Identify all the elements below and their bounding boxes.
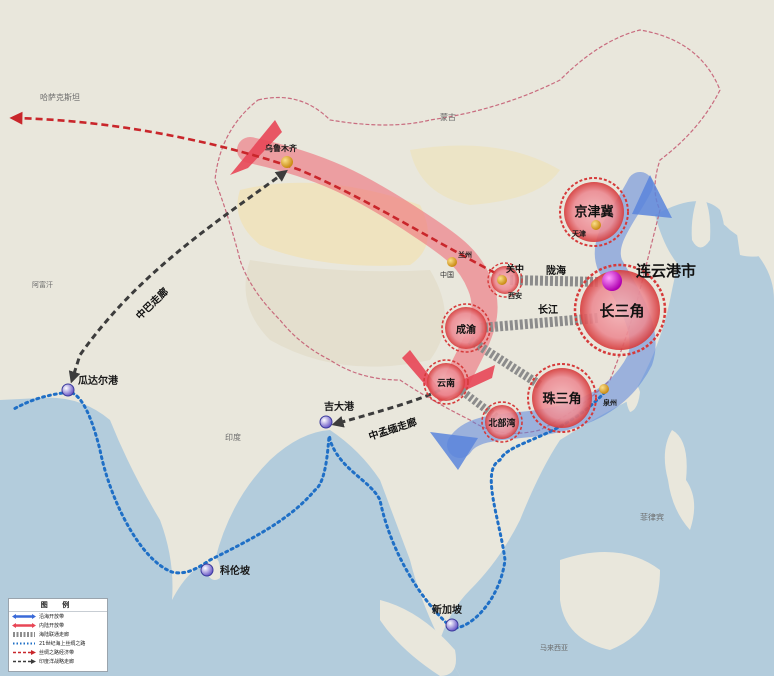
- legend-item-maritime: 21世纪海上丝绸之路: [9, 639, 107, 648]
- legend-item-indian-ocean: 印度洋战略走廊: [9, 657, 107, 666]
- coastal-belt-arrow-north: [632, 175, 672, 218]
- hainan-island: [514, 450, 532, 465]
- china-pakistan-corridor: [68, 169, 288, 384]
- label-gwadar: 瓜达尔港: [78, 374, 119, 387]
- south-china-sea: [440, 214, 774, 676]
- legend-item-coastal: 沿海开放带: [9, 612, 107, 621]
- label-mongolia: 蒙古: [440, 112, 456, 122]
- label-xining: 中国: [440, 270, 454, 279]
- label-singapore: 新加坡: [432, 603, 463, 616]
- silkroad-swatch: [13, 650, 36, 655]
- legend-item-corridor: 海陆联通走廊: [9, 630, 107, 639]
- maritime-silk-road: [10, 390, 607, 630]
- label-yunnan: 云南: [437, 377, 455, 389]
- coastal-belt-swatch: [12, 614, 36, 619]
- label-zhusanjiao: 珠三角: [542, 391, 581, 407]
- lianyungang-dot: [602, 271, 622, 291]
- label-urumqi: 乌鲁木齐: [265, 143, 298, 153]
- japan-islands: [735, 190, 774, 257]
- urumqi-dot: [281, 156, 293, 168]
- sumatra-island: [380, 600, 456, 676]
- corridor-swatch: [13, 632, 35, 637]
- label-longhai: 陇海: [546, 264, 566, 277]
- inland-belt-swatch: [12, 623, 36, 628]
- label-lanzhou: 兰州: [458, 250, 472, 259]
- legend-label: 内陆开放带: [39, 623, 65, 629]
- legend-label: 沿海开放带: [39, 614, 65, 620]
- label-xian: 西安: [508, 291, 522, 300]
- gobi-tint: [410, 145, 560, 205]
- legend-item-silkroad: 丝绸之路经济带: [9, 648, 107, 657]
- legend-label: 印度洋战略走廊: [39, 659, 75, 665]
- label-jingjinji: 京津冀: [574, 204, 613, 220]
- korea-peninsula: [691, 190, 711, 248]
- label-lianyungang: 连云港市: [636, 262, 696, 280]
- region-beibuwan: [481, 401, 523, 443]
- singapore-port: [445, 618, 459, 632]
- legend-item-inland: 内陆开放带: [9, 621, 107, 630]
- label-malaysia: 马来西亚: [540, 644, 568, 652]
- inland-belt-arrow-north: [230, 120, 282, 175]
- region-zhusanjiao: [527, 363, 597, 433]
- legend-title: 图 例: [9, 599, 107, 612]
- region-chengyu: [441, 303, 491, 353]
- label-chengyu: 成渝: [456, 323, 477, 336]
- maritime-swatch: [13, 642, 35, 645]
- label-changjiang: 长江: [538, 303, 558, 316]
- label-kazakhstan: 哈萨克斯坦: [40, 92, 80, 102]
- label-beibuwan: 北部湾: [488, 417, 515, 429]
- philippines-islands: [664, 430, 695, 530]
- label-guanzhong: 关中: [506, 263, 524, 275]
- map-legend: 图 例 沿海开放带 内陆开放带 海陆联通走廊 21世纪海上丝绸之路 丝绸之路经济…: [8, 598, 108, 672]
- tibet-plateau-tint: [245, 260, 445, 367]
- legend-label: 海陆联通走廊: [39, 632, 70, 638]
- xian-dot: [497, 275, 507, 285]
- label-afghanistan: 阿富汗: [32, 280, 53, 289]
- chengyu-zhusanjiao-corridor: [467, 336, 543, 389]
- tianjin-dot: [591, 220, 601, 230]
- label-philippines: 菲律宾: [640, 512, 664, 522]
- region-jingjinji: [559, 177, 629, 247]
- legend-label: 丝绸之路经济带: [39, 650, 75, 656]
- colombo-port: [200, 563, 214, 577]
- borneo-island: [560, 552, 660, 650]
- label-colombo: 科伦坡: [220, 564, 251, 577]
- indian-ocean-swatch: [13, 659, 36, 664]
- legend-label: 21世纪海上丝绸之路: [39, 641, 86, 647]
- silk-road-economic-belt: [9, 111, 506, 280]
- bcim-corridor: [331, 388, 441, 428]
- gwadar-port: [61, 383, 75, 397]
- label-quanzhou: 泉州: [603, 398, 617, 407]
- label-india: 印度: [225, 432, 241, 442]
- quanzhou-dot: [599, 384, 609, 394]
- label-chittagong: 吉大港: [324, 400, 355, 413]
- coastal-belt-arrow-south: [430, 432, 478, 470]
- label-changsanjiao: 长三角: [599, 302, 644, 320]
- lanzhou-dot: [447, 257, 457, 267]
- region-changsanjiao: [573, 263, 667, 357]
- label-tianjin: 天津: [572, 229, 586, 238]
- chittagong-port: [319, 415, 333, 429]
- region-yunnan: [423, 359, 469, 405]
